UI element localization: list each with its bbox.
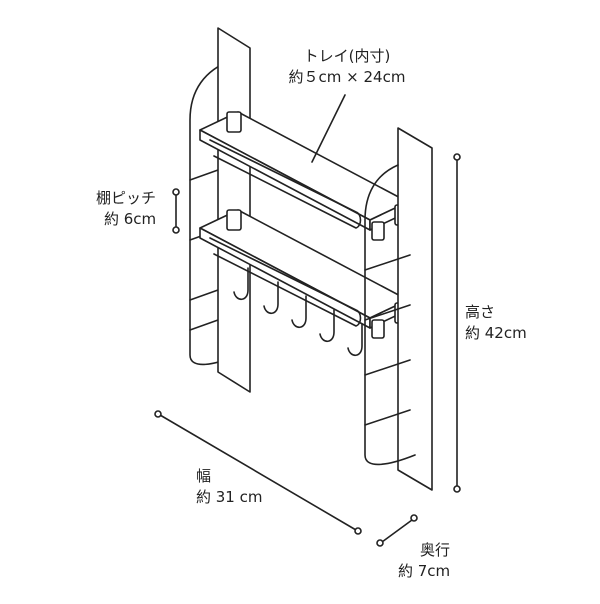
tray-value: 約５cm × 24cm <box>288 68 406 86</box>
shelf-pitch-title: 棚ピッチ <box>96 189 157 207</box>
right-side <box>364 127 433 491</box>
depth-title: 奥行 <box>420 541 451 559</box>
width-title: 幅 <box>196 467 212 485</box>
depth-value: 約 7cm <box>398 562 451 580</box>
width-dimension <box>154 410 362 535</box>
height-dimension <box>453 153 461 493</box>
shelf-pitch-value: 約 6cm <box>104 210 157 228</box>
depth-dimension <box>376 514 418 547</box>
height-value: 約 42cm <box>465 324 527 342</box>
width-value: 約 31 cm <box>196 488 263 506</box>
tray-leader-line <box>311 94 346 163</box>
tray-title: トレイ(内寸) <box>303 47 391 65</box>
upper-tray <box>199 111 410 241</box>
shelf-pitch-label: 棚ピッチ 約 6cm <box>96 188 156 230</box>
height-title: 高さ <box>465 303 496 321</box>
hooks <box>233 267 363 357</box>
width-label: 幅 約 31 cm <box>196 466 262 508</box>
shelf-pitch-dimension <box>172 188 180 234</box>
depth-label: 奥行 約 7cm <box>398 540 450 582</box>
lower-tray <box>199 209 410 339</box>
height-label: 高さ 約 42cm <box>465 302 527 344</box>
tray-label: トレイ(内寸) 約５cm × 24cm <box>282 46 412 88</box>
